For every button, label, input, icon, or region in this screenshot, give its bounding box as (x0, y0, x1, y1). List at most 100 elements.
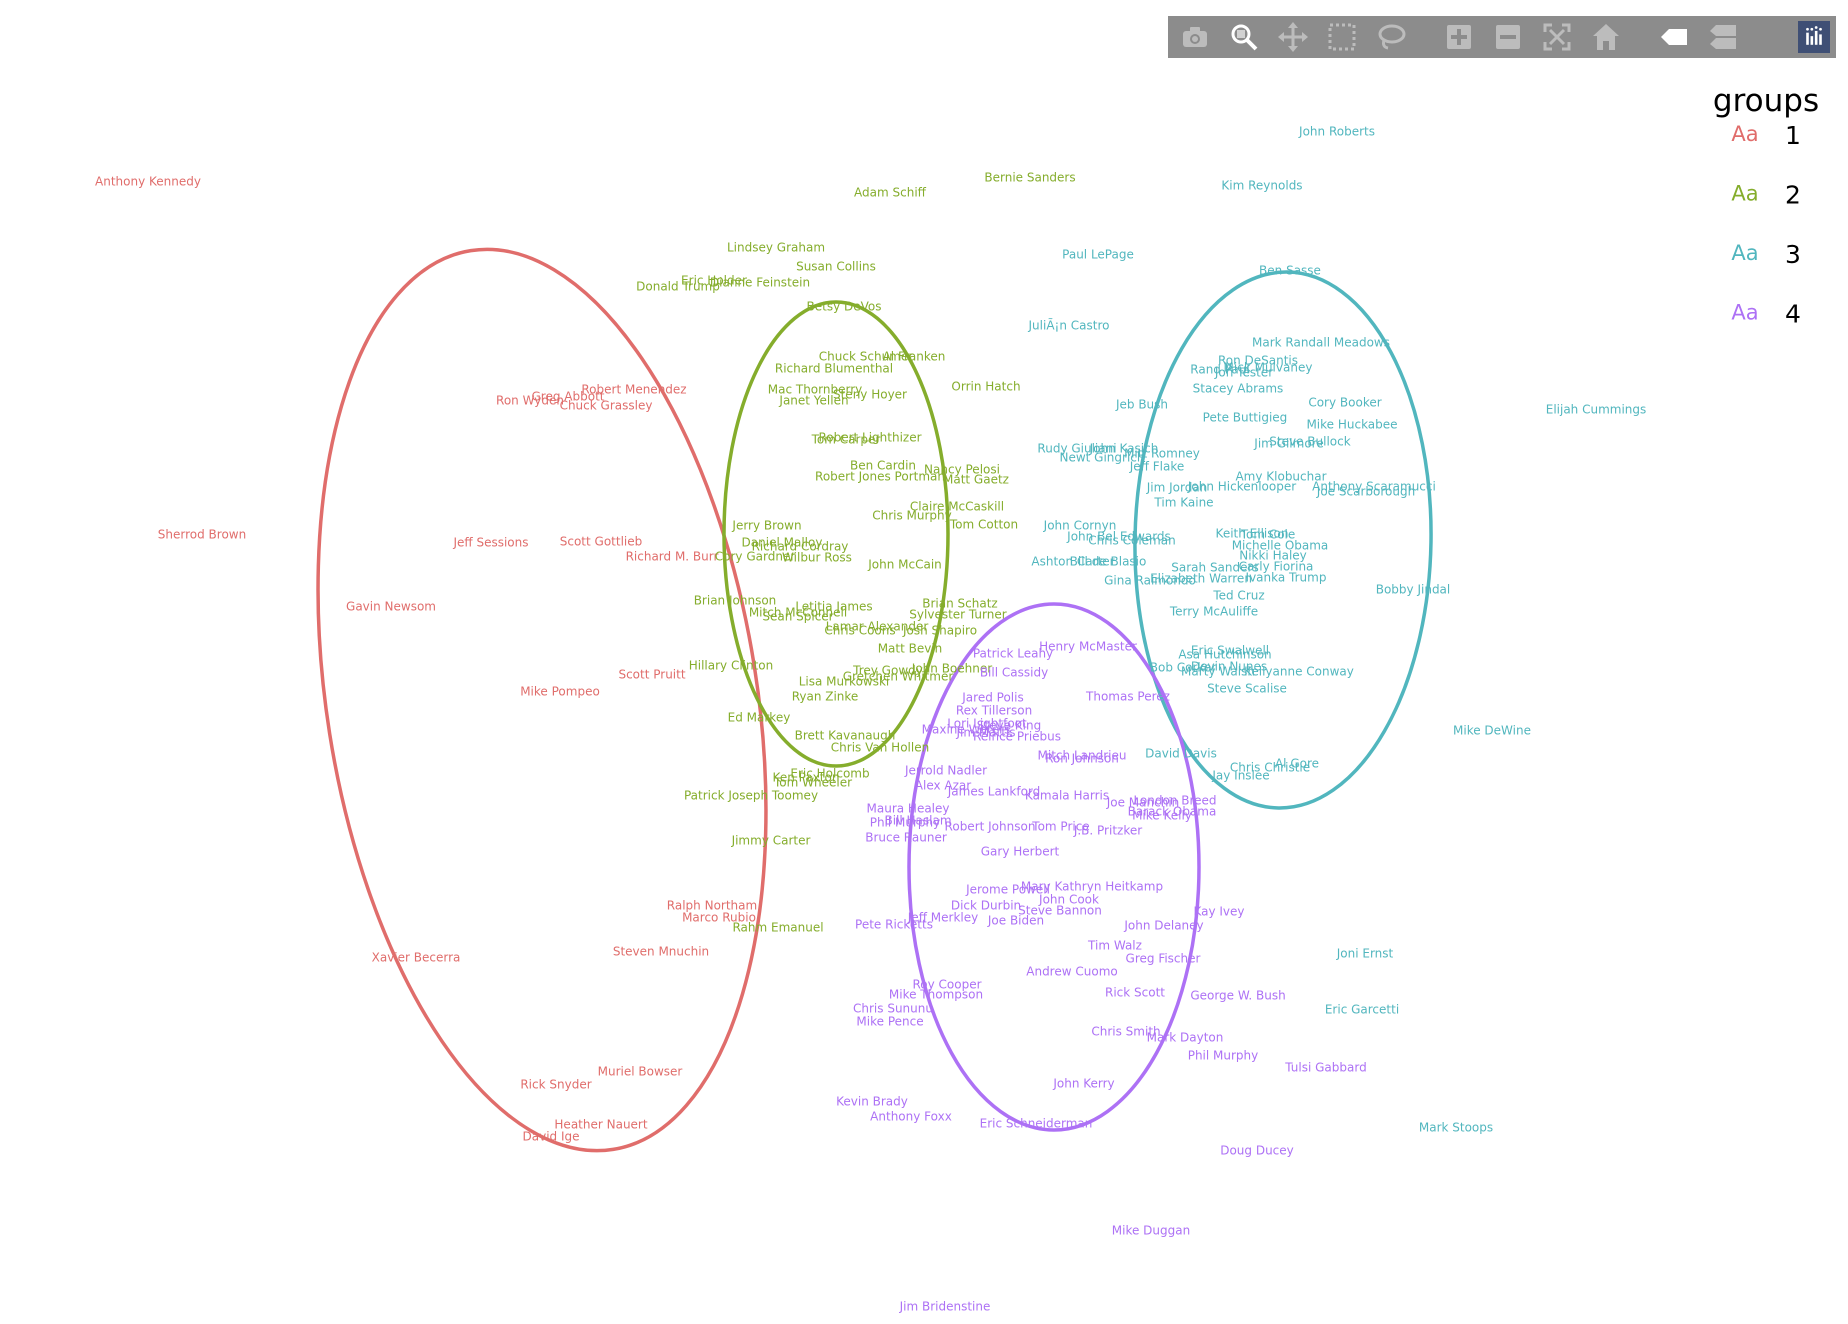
point-label[interactable]: Brian Schatz (922, 597, 997, 611)
point-label[interactable]: Nancy Pelosi (924, 463, 1000, 477)
point-label[interactable]: Lisa Murkowski (799, 675, 890, 689)
point-label[interactable]: Jay Inslee (1211, 769, 1269, 783)
lasso-select-icon[interactable] (1370, 19, 1412, 55)
point-label[interactable]: Bill Haslam (884, 814, 951, 828)
point-label[interactable]: Reince Priebus (973, 730, 1061, 744)
point-label[interactable]: Tulsi Gabbard (1284, 1061, 1366, 1075)
point-label[interactable]: George W. Bush (1190, 989, 1285, 1003)
point-label[interactable]: Bobby Jindal (1376, 583, 1451, 597)
compare-hover-icon[interactable] (1702, 19, 1744, 55)
point-label[interactable]: Jim Mattis (955, 726, 1015, 740)
point-label[interactable]: Anthony Scaramucci (1312, 480, 1436, 494)
point-label[interactable]: JuliÃ¡n Castro (1028, 318, 1110, 333)
point-label[interactable]: Kay Ivey (1193, 905, 1244, 919)
point-label[interactable]: Chris Murphy (872, 509, 952, 523)
point-label[interactable]: Gary Herbert (981, 845, 1060, 859)
point-label[interactable]: Mike Duggan (1112, 1224, 1190, 1238)
point-label[interactable]: Richard Blumenthal (775, 362, 893, 376)
point-label[interactable]: Lori Lightfoot (947, 717, 1027, 731)
point-label[interactable]: Chuck Schumer (819, 350, 913, 364)
point-label[interactable]: Kim Reynolds (1221, 179, 1302, 193)
point-label[interactable]: Ben Cardin (850, 459, 916, 473)
point-label[interactable]: Steny Hoyer (833, 388, 907, 402)
point-label[interactable]: Jimmy Carter (731, 834, 811, 848)
point-label[interactable]: Mike Thompson (889, 988, 983, 1002)
point-label[interactable]: John Bel Edwards (1066, 530, 1171, 544)
point-label[interactable]: Rahm Emanuel (732, 921, 823, 935)
point-label[interactable]: Jim Gilmore (1253, 437, 1323, 451)
point-label[interactable]: Brett Kavanaugh (795, 729, 896, 743)
point-label[interactable]: Mike Huckabee (1306, 418, 1397, 432)
point-label[interactable]: Lindsey Graham (727, 241, 825, 255)
point-label[interactable]: Rick Scott (1105, 986, 1165, 1000)
point-label[interactable]: Ed Markey (728, 711, 791, 725)
point-label[interactable]: Mark Stoops (1419, 1121, 1493, 1135)
point-label[interactable]: John Delaney (1123, 919, 1203, 933)
point-label[interactable]: Scott Pruitt (618, 668, 685, 682)
point-label[interactable]: Jerrold Nadler (904, 764, 987, 778)
point-label[interactable]: Dick Durbin (951, 899, 1021, 913)
point-label[interactable]: Al Gore (1275, 757, 1319, 771)
point-label[interactable]: Joe Scarborough (1316, 485, 1415, 499)
point-label[interactable]: Keith Ellison (1216, 527, 1289, 541)
point-label[interactable]: Adam Schiff (854, 186, 927, 200)
point-label[interactable]: John Kerry (1052, 1077, 1114, 1091)
point-label[interactable]: Brian Johnson (694, 594, 777, 608)
point-label[interactable]: Jerome Powell (965, 883, 1050, 897)
point-label[interactable]: Mike Pence (856, 1015, 923, 1029)
point-label[interactable]: Mary Kathryn Heitkamp (1021, 880, 1163, 894)
point-label[interactable]: Doug Ducey (1220, 1144, 1294, 1158)
point-label[interactable]: Mike Pompeo (520, 685, 600, 699)
point-label[interactable]: Joni Ernst (1336, 947, 1394, 961)
point-label[interactable]: John Roberts (1298, 125, 1375, 139)
point-label[interactable]: Phil Murphy (1188, 1049, 1259, 1063)
spike-lines-icon[interactable] (1653, 19, 1695, 55)
point-label[interactable]: Marco Rubio (682, 911, 756, 925)
point-label[interactable]: Robert Jones Portman (815, 470, 945, 484)
point-label[interactable]: Greg Abbott (532, 390, 605, 404)
point-label[interactable]: Sylvester Turner (909, 608, 1006, 622)
autoscale-icon[interactable] (1536, 19, 1578, 55)
point-label[interactable]: Rand Paul (1190, 363, 1249, 377)
point-label[interactable]: Robert Johnson (945, 820, 1036, 834)
point-label[interactable]: Scott Gottlieb (560, 535, 643, 549)
point-label[interactable]: Chris Coons (824, 624, 895, 638)
point-label[interactable]: Andrew Cuomo (1026, 965, 1117, 979)
point-label[interactable]: John Hickenlooper (1187, 480, 1296, 494)
point-label[interactable]: Muriel Bowser (598, 1065, 683, 1079)
point-label[interactable]: Phil Murphy (870, 816, 941, 830)
point-label[interactable]: Jeff Sessions (452, 536, 528, 550)
point-label[interactable]: Patrick Leahy (973, 647, 1053, 661)
camera-icon[interactable] (1174, 19, 1216, 55)
point-label[interactable]: Wilbur Ross (782, 551, 852, 565)
point-label[interactable]: John Boehner (911, 662, 992, 676)
point-label[interactable]: Patrick Joseph Toomey (684, 789, 818, 803)
point-label[interactable]: Sarah Sanders (1171, 561, 1258, 575)
point-label[interactable]: Gina Raimondo (1104, 574, 1196, 588)
point-label[interactable]: Ashton Carter (1031, 555, 1114, 569)
point-label[interactable]: Steve Bullock (1269, 435, 1350, 449)
point-label[interactable]: Anthony Kennedy (95, 175, 201, 189)
point-label[interactable]: Jim Bridenstine (899, 1300, 991, 1314)
point-label[interactable]: Newt Gingrich (1059, 451, 1144, 465)
point-label[interactable]: Asa Hutchinson (1178, 648, 1271, 662)
point-label[interactable]: Bill de Blasio (1070, 555, 1147, 569)
point-label[interactable]: Cory Booker (1308, 396, 1381, 410)
point-label[interactable]: Jeb Bush (1115, 398, 1168, 412)
point-label[interactable]: Jon Tester (1214, 366, 1273, 380)
point-label[interactable]: Hillary Clinton (689, 659, 774, 673)
point-label[interactable]: Tim Kaine (1153, 496, 1213, 510)
point-label[interactable]: Ted Cruz (1212, 589, 1264, 603)
box-select-icon[interactable] (1321, 19, 1363, 55)
point-label[interactable]: Ken Paxton (773, 771, 840, 785)
point-label[interactable]: Terry McAuliffe (1169, 605, 1258, 619)
point-label[interactable]: Paul LePage (1062, 248, 1134, 262)
point-label[interactable]: Thomas Perez (1085, 690, 1170, 704)
point-label[interactable]: John McCain (867, 558, 942, 572)
point-label[interactable]: Tim Walz (1087, 939, 1142, 953)
point-label[interactable]: Ron DeSantis (1218, 354, 1298, 368)
point-label[interactable]: Jerry Brown (731, 519, 801, 533)
point-label[interactable]: J.B. Pritzker (1073, 824, 1142, 838)
point-label[interactable]: Trey Gowdy (852, 664, 923, 678)
